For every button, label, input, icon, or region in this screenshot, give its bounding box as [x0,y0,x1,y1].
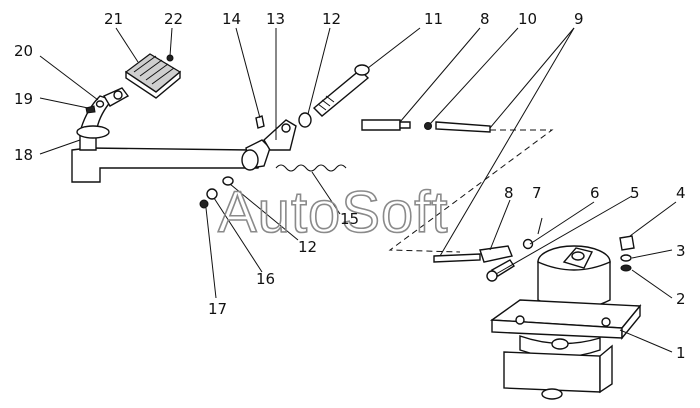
callout-16: 16 [256,270,275,288]
upper-clevis-and-rod [361,119,491,133]
leader-lines [39,27,677,353]
callout-11: 11 [424,10,443,28]
callout-18: 18 [14,146,33,164]
callout-8-top: 8 [480,10,490,28]
callout-14: 14 [222,10,241,28]
bolt-and-washer [85,100,105,114]
callout-10: 10 [518,10,537,28]
callout-8-bottom: 8 [504,184,514,202]
callout-20: 20 [14,42,33,60]
callout-5: 5 [630,184,640,202]
callout-3: 3 [676,242,686,260]
callout-22: 22 [164,10,183,28]
callout-2: 2 [676,290,686,308]
watermark: AutoSoft [218,180,448,245]
callout-12-top: 12 [322,10,341,28]
callout-labels: 21 22 20 19 18 14 13 12 11 8 10 9 8 7 6 … [14,10,686,362]
callout-19: 19 [14,90,33,108]
assembly-dashed-lines [388,129,554,253]
brake-valve [489,245,642,400]
callout-13: 13 [266,10,285,28]
return-spring [275,164,347,172]
callout-21: 21 [104,10,123,28]
callout-15: 15 [340,210,359,228]
callout-6: 6 [590,184,600,202]
lower-clevis-and-rod [433,217,543,282]
lower-washers [199,176,234,209]
callout-4: 4 [676,184,686,202]
pedal-pad [124,53,182,99]
mounting-bolt-set [619,235,635,272]
pedal-lever-arm [71,87,297,183]
callout-12-bottom: 12 [298,238,317,256]
callout-7: 7 [532,184,542,202]
callout-9: 9 [574,10,584,28]
callout-1: 1 [676,344,686,362]
callout-17: 17 [208,300,227,318]
pushrod [312,64,370,117]
